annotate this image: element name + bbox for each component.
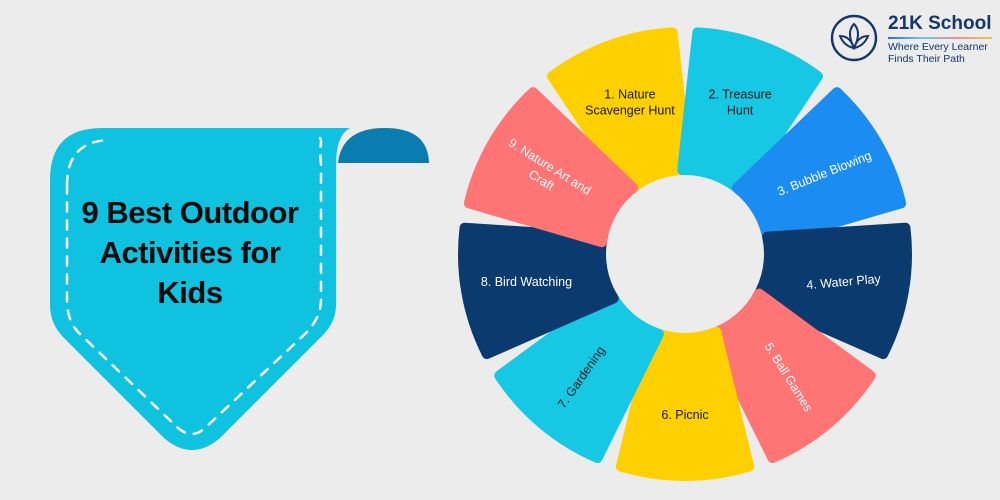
activity-label-line: 1. Nature — [604, 88, 655, 102]
lotus-logo-icon — [830, 14, 878, 62]
activity-label-6: 6. Picnic — [661, 408, 708, 422]
activity-segment-2 — [677, 27, 823, 197]
activity-segment-1 — [547, 27, 693, 197]
logo: 21K School Where Every Learner Finds The… — [828, 12, 993, 68]
activity-segment-9 — [463, 87, 639, 248]
activity-segment-4 — [751, 222, 912, 360]
tagline-line: Finds Their Path — [888, 53, 965, 65]
activity-label-4: 4. Water Play — [806, 272, 882, 293]
activity-label-line: Scavenger Hunt — [585, 104, 675, 118]
activity-label-8: 8. Bird Watching — [481, 275, 572, 289]
activity-label-line: 4. Water Play — [806, 272, 882, 293]
banner-flap — [338, 128, 429, 163]
logo-tagline: Where Every Learner Finds Their Path — [888, 41, 988, 65]
page-title: 9 Best Outdoor Activities for Kids — [55, 193, 325, 313]
banner-shape — [50, 128, 350, 450]
logo-name: 21K School — [888, 13, 992, 34]
banner-stitching — [65, 136, 323, 436]
activity-segment-3 — [731, 87, 907, 248]
title-line: Activities for — [99, 235, 281, 270]
activity-label-line: 6. Picnic — [661, 408, 708, 422]
activity-label-line: 8. Bird Watching — [481, 275, 572, 289]
activity-segment-7 — [494, 288, 664, 464]
title-line: 9 Best Outdoor — [81, 195, 299, 230]
logo-gradient-bar — [888, 37, 992, 39]
tagline-line: Where Every Learner — [888, 41, 988, 53]
activity-label-line: 2. Treasure — [708, 88, 771, 102]
activity-label-line: Hunt — [727, 104, 754, 118]
activity-segment-8 — [458, 222, 619, 360]
activity-segment-6 — [615, 326, 755, 481]
title-line: Kids — [157, 275, 223, 310]
activity-segment-5 — [706, 288, 876, 464]
